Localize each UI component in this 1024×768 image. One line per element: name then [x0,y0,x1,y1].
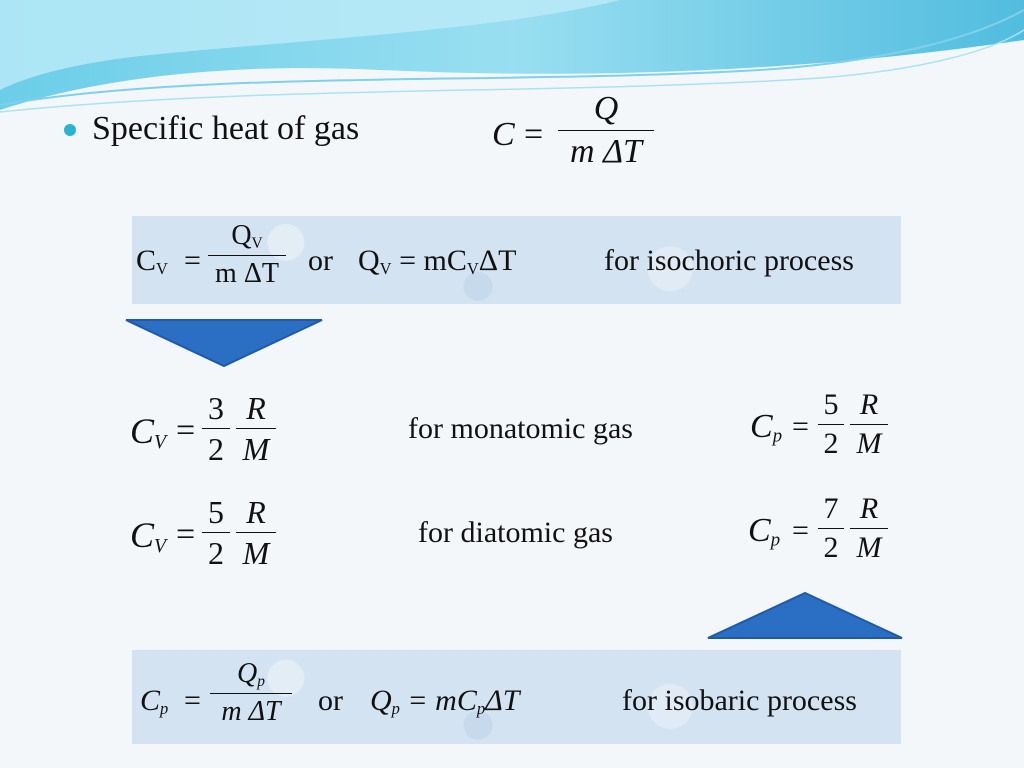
main-formula-lhs: C [492,116,515,153]
fraction-bar [202,428,230,429]
isobaric-or: or [318,684,343,717]
isobaric-denominator: m ΔT [221,696,281,728]
c-subscript: V [154,430,167,453]
numerator: R [859,492,879,525]
row2-left-equals: = [176,516,196,553]
row1-left-equals: = [176,412,196,449]
q-letter: Q [237,658,258,689]
denominator: 2 [208,535,224,571]
c-letter: C [130,515,155,555]
q-letter: Q [370,684,392,717]
denominator: 2 [208,431,224,467]
c-letter: C [140,684,161,717]
isochoric-equals: = [184,244,201,277]
numerator: 3 [208,390,224,426]
numerator: R [859,388,879,421]
isobaric-label: for isobaric process [622,684,857,717]
cv-subscript: V [156,259,168,279]
isobaric-box [132,650,901,744]
c-letter: C [130,411,155,451]
isochoric-fraction: QV m ΔT [208,222,286,288]
fraction-bar [558,130,654,131]
c-subscript: V [466,259,479,279]
qv-subscript: V [251,234,263,252]
numerator: 5 [823,388,839,421]
isobaric-fraction: Qp m ΔT [210,660,292,726]
isochoric-or: or [308,244,333,277]
row2-right-equals: = [792,514,809,547]
row1-right-lhs: Cp [750,408,782,448]
isochoric-second-equation: QV = mCVΔT [358,244,516,279]
fraction-bar [236,532,276,533]
row2-label: for diatomic gas [418,516,613,549]
denominator: 2 [823,427,839,460]
row1-label: for monatomic gas [408,412,633,445]
delta-t: ΔT [485,684,520,717]
down-arrow-icon [125,319,323,368]
isochoric-denominator: m ΔT [215,258,279,290]
numerator: 7 [823,492,839,525]
isobaric-cp: Cp [140,684,168,719]
c-subscript: p [770,529,781,551]
c-letter: C [748,512,771,549]
header-wave-decoration [0,0,1024,113]
c-subscript: p [160,699,169,719]
isochoric-label: for isochoric process [604,244,854,277]
denominator: M [242,535,270,571]
isobaric-equals: = [184,684,201,717]
numerator: R [246,494,266,530]
mc-term: = mC [407,684,477,717]
c-letter: C [750,408,773,445]
denominator: M [242,431,270,467]
main-formula-numerator: Q [593,90,619,127]
bullet-text: Specific heat of gas [92,110,360,147]
isochoric-box [132,216,901,304]
c-subscript: V [154,534,167,557]
fraction-bar [208,255,286,257]
q-subscript: p [257,672,265,690]
q-subscript: p [391,699,400,719]
fraction-bar [850,424,888,425]
qv-letter: Q [231,220,252,251]
denominator: 2 [823,531,839,564]
fraction-bar [818,528,844,529]
c-subscript: p [772,425,783,447]
numerator: R [246,390,266,426]
cv-letter: C [136,244,157,277]
fraction-bar [818,424,844,425]
denominator: M [856,427,882,460]
main-formula-equals: = [524,116,544,153]
fraction-bar [850,528,888,529]
row1-left-lhs: CV [130,410,166,454]
bullet-icon [64,124,76,136]
numerator: 5 [208,494,224,530]
main-formula-denominator: m ΔT [570,133,642,170]
c-subscript: p [476,699,486,719]
q-letter: Q [358,244,380,277]
isochoric-cv: CV [136,244,168,279]
row1-right-equals: = [792,410,809,443]
row2-left-lhs: CV [130,514,166,558]
fraction-bar [210,693,292,695]
main-formula-fraction: Q m ΔT [558,92,654,169]
fraction-bar [236,428,276,429]
up-arrow-icon [707,591,903,639]
fraction-bar [202,532,230,533]
denominator: M [856,531,882,564]
delta-t: ΔT [478,244,517,277]
q-subscript: V [379,259,392,279]
row2-right-lhs: Cp [748,512,780,552]
mc-term: = mC [399,244,467,277]
isobaric-second-equation: Qp = mCpΔT [370,684,519,719]
